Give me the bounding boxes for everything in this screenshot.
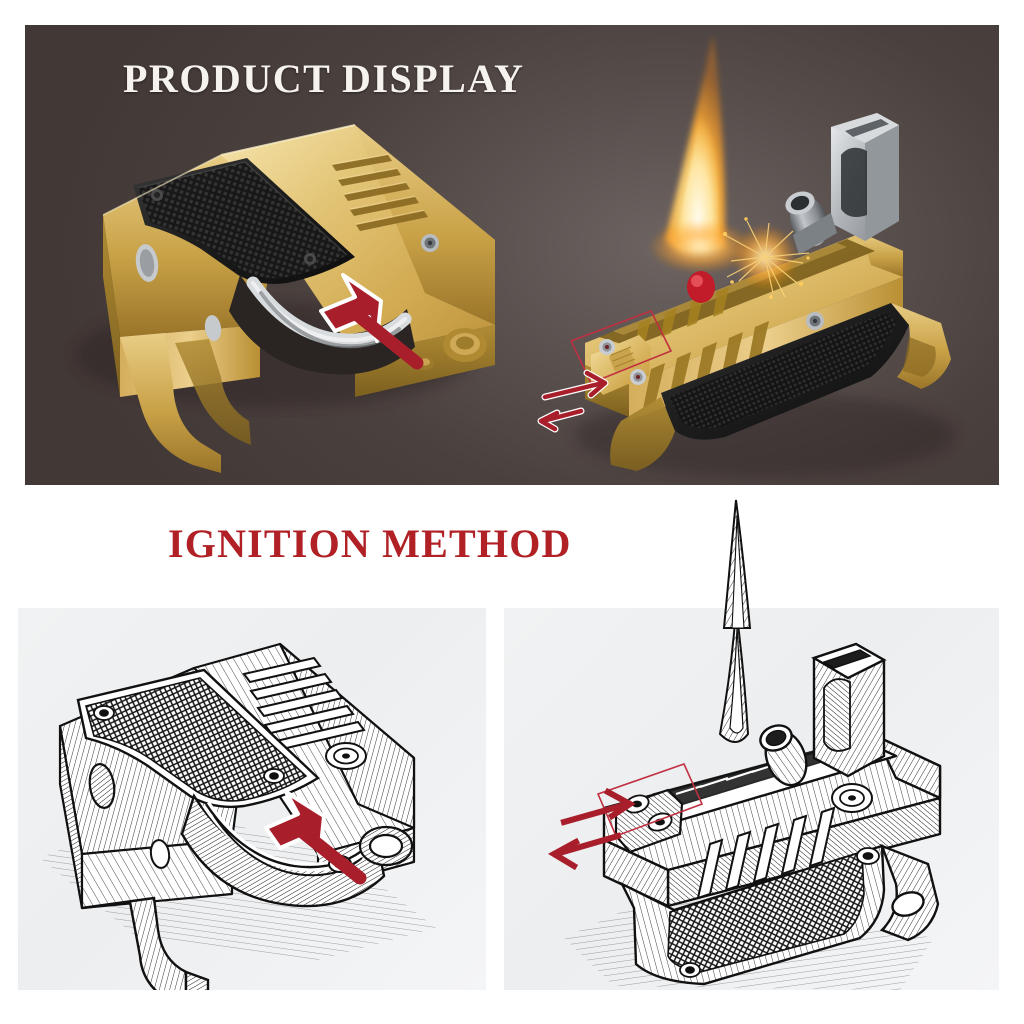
vent-slots [643,321,769,409]
product-display-panel: PRODUCT DISPLAY [25,25,999,485]
grip-screw-icon [151,189,163,201]
ignition-nozzle [759,642,887,787]
screw-head-icon [630,369,646,385]
screw-head-icon [831,783,873,813]
side-button-icon [135,244,159,282]
ignition-method-panel-left [18,608,486,990]
screw-head-icon [325,742,367,770]
figure-photo-ignited [537,35,955,477]
trigger-guard [81,896,210,990]
slide-ignition-arrow [537,369,609,433]
figure-photo-closed [75,124,495,473]
grip-screw-icon [679,962,701,978]
product-display-artwork [75,35,955,477]
grip-screw-icon [93,705,115,721]
grip-screw-icon [856,847,880,865]
sketch-closed-artwork [40,642,436,990]
slide-ignition-arrow [547,787,636,871]
page-title: PRODUCT DISPLAY [123,56,525,101]
ignition-highlight-box [596,763,704,838]
side-button-icon [149,839,171,869]
side-button-icon [88,763,116,809]
ignition-method-title: IGNITION METHOD [168,521,572,566]
screw-head-icon [421,234,439,252]
sparks [723,217,810,299]
press-thumb-wheel-arrow [319,273,424,370]
sketch-ignited-artwork [547,608,942,990]
flame [649,35,753,273]
grip-plate [76,668,320,809]
vent-slots [332,155,428,231]
ignition-method-panel-right [504,608,999,990]
flame-tip [722,499,752,629]
trigger-guard [120,333,221,473]
screw-head-icon [599,339,615,355]
grip-screw-icon [304,253,316,265]
vent-slots [242,656,366,752]
screw-head-icon [806,312,824,330]
trigger-guard [879,843,940,942]
side-button-icon [204,315,222,341]
flame [718,608,750,743]
flint-jewel [687,271,715,303]
vent-slots [696,806,836,900]
fuel-port-icon [443,328,487,362]
ignition-highlight-box [569,309,673,385]
press-thumb-wheel-arrow [264,790,367,885]
grip-screw-icon [263,768,285,784]
fuel-port-icon [358,825,414,867]
grip-plate [619,844,886,986]
flame-tip-overflow [504,498,999,629]
ignition-nozzle [785,113,899,255]
